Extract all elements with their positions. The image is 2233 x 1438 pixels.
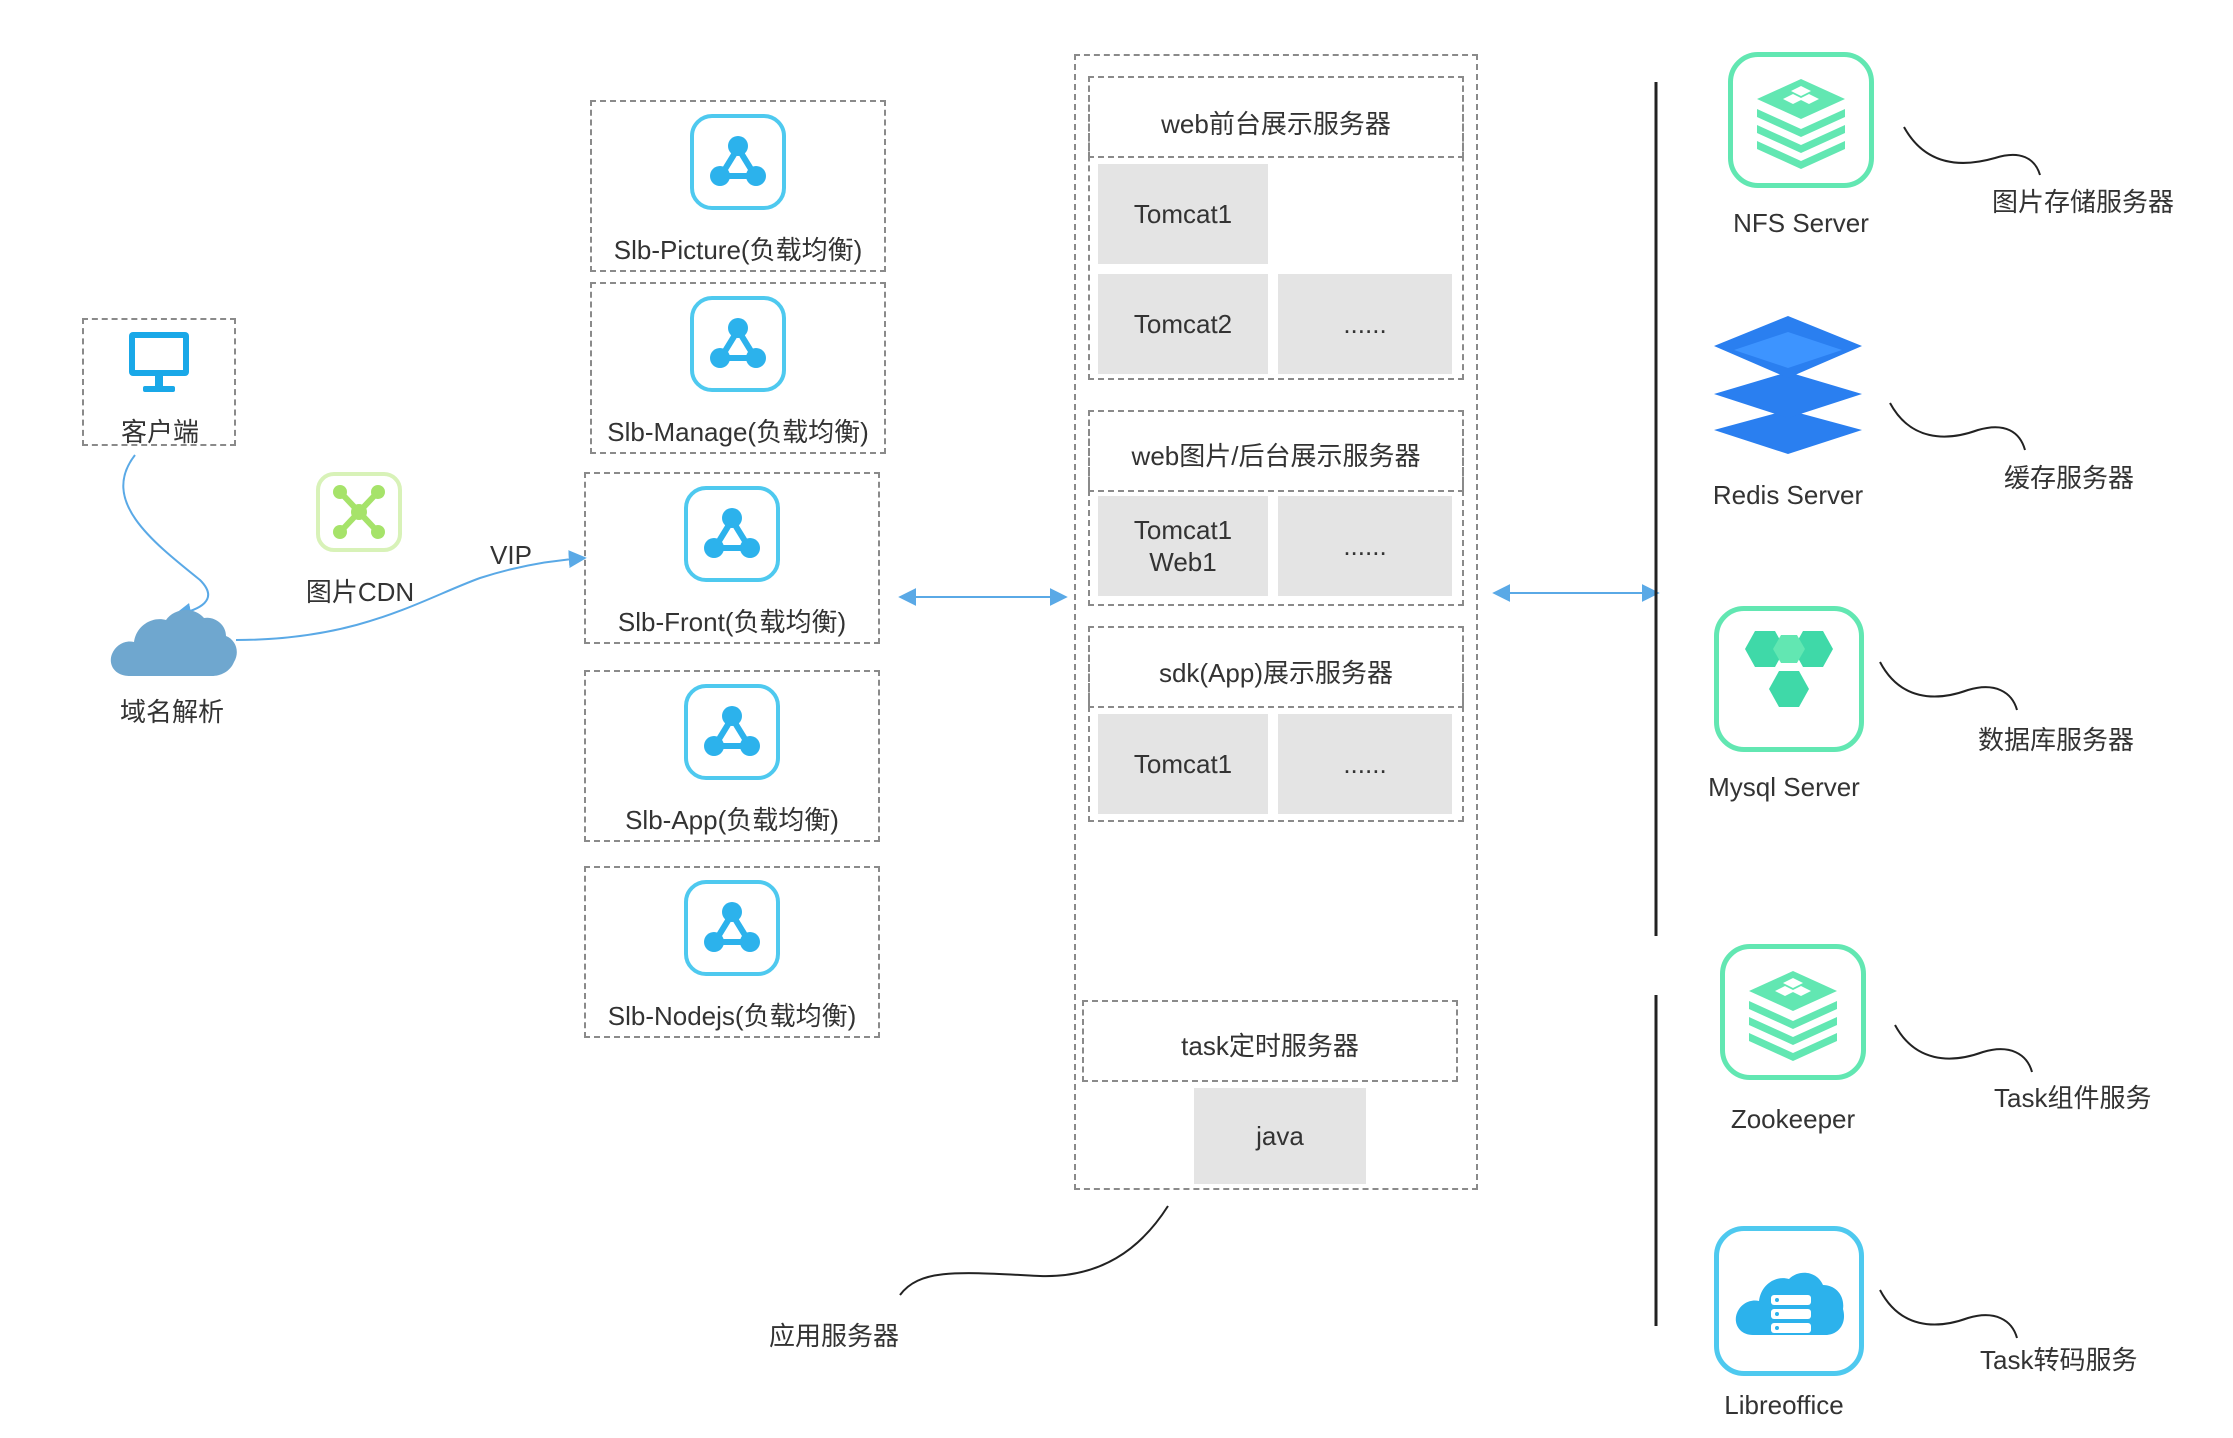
cdn-label: 图片CDN: [305, 577, 415, 607]
mysql-callout: [1879, 661, 2018, 711]
node-java: java: [1194, 1088, 1366, 1184]
group-sdk-app-title: sdk(App)展示服务器: [1158, 658, 1394, 688]
mysql-server-label: Mysql Server: [1708, 772, 1860, 802]
node-more: ......: [1278, 496, 1452, 596]
nfs-desc-label: 图片存储服务器: [1992, 187, 2175, 217]
dns-label: 域名解析: [119, 697, 225, 727]
app-servers-outer: [1074, 54, 1478, 1190]
load-balancer-icon: [690, 296, 786, 392]
node-tomcat1: Tomcat1: [1098, 164, 1268, 264]
client-label: 客户端: [120, 417, 200, 447]
libreoffice-callout: [1879, 1289, 2018, 1339]
cloud-server-icon: [1714, 1226, 1864, 1376]
vip-label: VIP: [490, 540, 532, 570]
storage-stack-icon: [1720, 944, 1866, 1080]
redis-server-label: Redis Server: [1712, 480, 1864, 510]
load-balancer-icon: [684, 684, 780, 780]
redis-desc-label: 缓存服务器: [2004, 463, 2135, 493]
cloud-icon: [110, 609, 237, 676]
slb-box: [584, 472, 880, 644]
monitor-icon: [129, 332, 189, 392]
slb-label: Slb-App(负载均衡): [625, 805, 839, 835]
zookeeper-label: Zookeeper: [1730, 1104, 1856, 1134]
hexagons-icon: [1714, 606, 1864, 752]
libreoffice-desc-label: Task转码服务: [1980, 1345, 2138, 1375]
client-dns-connector: [122, 454, 209, 621]
slb-label: Slb-Front(负载均衡): [617, 607, 847, 637]
load-balancer-icon: [684, 880, 780, 976]
libreoffice-label: Libreoffice: [1724, 1390, 1844, 1420]
node-tomcat2: Tomcat2: [1098, 274, 1268, 374]
slb-label: Slb-Nodejs(负载均衡): [607, 1001, 857, 1031]
group-web-picture-title: web图片/后台展示服务器: [1131, 441, 1421, 471]
client-box: [82, 318, 236, 446]
node-more: ......: [1278, 714, 1452, 814]
group-web-picture-title-box: [1088, 410, 1464, 492]
slb-box: [590, 282, 886, 454]
nfs-callout: [1903, 126, 2041, 176]
group-web-front-title-box: [1088, 76, 1464, 158]
load-balancer-icon: [684, 486, 780, 582]
vip-connector: [235, 550, 587, 641]
cdn-node-icon: [316, 472, 402, 552]
group-web-front-title: web前台展示服务器: [1161, 109, 1391, 139]
zookeeper-desc-label: Task组件服务: [1994, 1083, 2152, 1113]
mysql-desc-label: 数据库服务器: [1978, 725, 2135, 755]
slb-box: [584, 866, 880, 1038]
node-tomcat1-web1: Tomcat1 Web1: [1098, 496, 1268, 596]
slb-box: [590, 100, 886, 272]
app-servers-callout: [899, 1205, 1169, 1296]
group-sdk-app-title-box: [1088, 626, 1464, 708]
group-task-timer-title-box: [1082, 1000, 1458, 1082]
app-servers-caption: 应用服务器: [768, 1321, 900, 1351]
node-more: ......: [1278, 274, 1452, 374]
nfs-server-label: NFS Server: [1733, 208, 1869, 238]
group-task-timer-title: task定时服务器: [1181, 1031, 1359, 1061]
redis-callout: [1889, 402, 2026, 451]
slb-box: [584, 670, 880, 842]
zookeeper-callout: [1894, 1024, 2033, 1073]
load-balancer-icon: [690, 114, 786, 210]
slb-label: Slb-Manage(负载均衡): [607, 417, 869, 447]
layers-icon: [1714, 316, 1862, 454]
storage-stack-icon: [1728, 52, 1874, 188]
slb-label: Slb-Picture(负载均衡): [613, 235, 863, 265]
node-tomcat1: Tomcat1: [1098, 714, 1268, 814]
